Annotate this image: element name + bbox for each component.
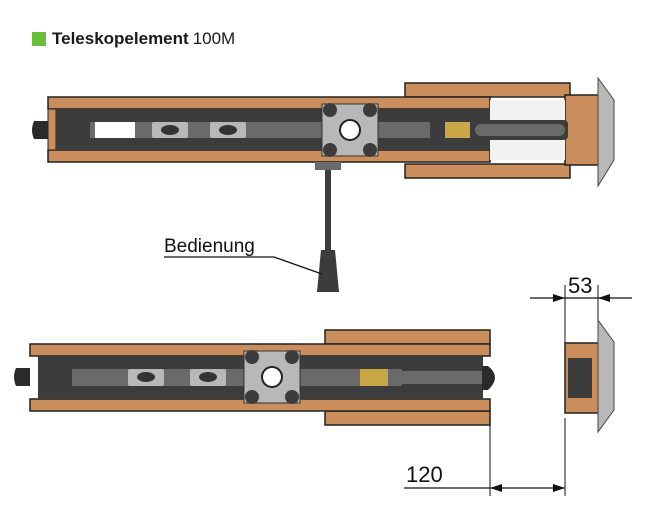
lever-shaft (325, 162, 331, 252)
top-slot-hole-2 (219, 125, 237, 135)
bottom-coupling-bolt-1 (245, 350, 259, 364)
lever-mount (315, 162, 341, 170)
top-outer-wood-upper (404, 82, 571, 98)
top-coupling-bolt-4 (363, 143, 377, 157)
lever-handle (317, 250, 339, 292)
bottom-brass-fitting (360, 369, 388, 386)
bottom-rod (72, 369, 402, 386)
dimension-120: 120 (404, 418, 566, 496)
top-spring-rod (475, 124, 565, 136)
dimension-53: 53 (530, 273, 632, 343)
bottom-assembly (14, 329, 495, 426)
bottom-left-pin (16, 371, 28, 383)
top-outer-wood-lower (404, 163, 571, 179)
title-model: 100M (192, 29, 236, 48)
top-left-pin (34, 124, 46, 136)
dim120-value: 120 (406, 462, 443, 487)
bottom-slot-hole-1 (137, 372, 155, 382)
top-rod (90, 122, 430, 138)
bottom-coupling-bolt-2 (285, 350, 299, 364)
side-slot (568, 358, 592, 398)
bottom-slot-hole-2 (199, 372, 217, 382)
top-brass-fitting (445, 122, 470, 138)
title-bold: Teleskopelement (52, 29, 189, 48)
side-view (564, 318, 615, 434)
dim53-arrow-left (553, 294, 565, 302)
bottom-spring-rod (392, 371, 492, 384)
dim120-arrow-right (553, 484, 565, 492)
side-end-cap (597, 318, 615, 434)
dim53-value: 53 (568, 273, 592, 298)
top-slot-white (95, 122, 135, 138)
dim120-arrow-left (490, 484, 502, 492)
bottom-outer-wood-upper (324, 329, 491, 345)
top-slot-hole-1 (161, 125, 179, 135)
bottom-coupling-bolt-3 (245, 390, 259, 404)
dim53-arrow-right (598, 294, 610, 302)
top-coupling-center (339, 119, 361, 141)
bottom-right-hook (482, 366, 495, 390)
bottom-coupling-bolt-4 (285, 390, 299, 404)
top-end-cap (597, 76, 615, 188)
green-square-icon (32, 32, 46, 46)
top-coupling-bolt-1 (323, 103, 337, 117)
top-assembly (32, 76, 615, 292)
diagram-title: Teleskopelement 100M (32, 28, 235, 50)
top-inner-wood-upper (47, 96, 491, 110)
operation-label: Bedienung (164, 236, 255, 257)
bottom-coupling-center (261, 366, 283, 388)
top-inner-wood-lower (47, 149, 491, 163)
top-end-left-cap (47, 108, 57, 151)
operation-callout: Bedienung (164, 236, 323, 275)
top-end-block (564, 94, 602, 166)
top-coupling-bolt-3 (323, 143, 337, 157)
top-coupling-bolt-2 (363, 103, 377, 117)
operation-leader (273, 256, 323, 275)
bottom-outer-wood-lower (324, 410, 491, 426)
